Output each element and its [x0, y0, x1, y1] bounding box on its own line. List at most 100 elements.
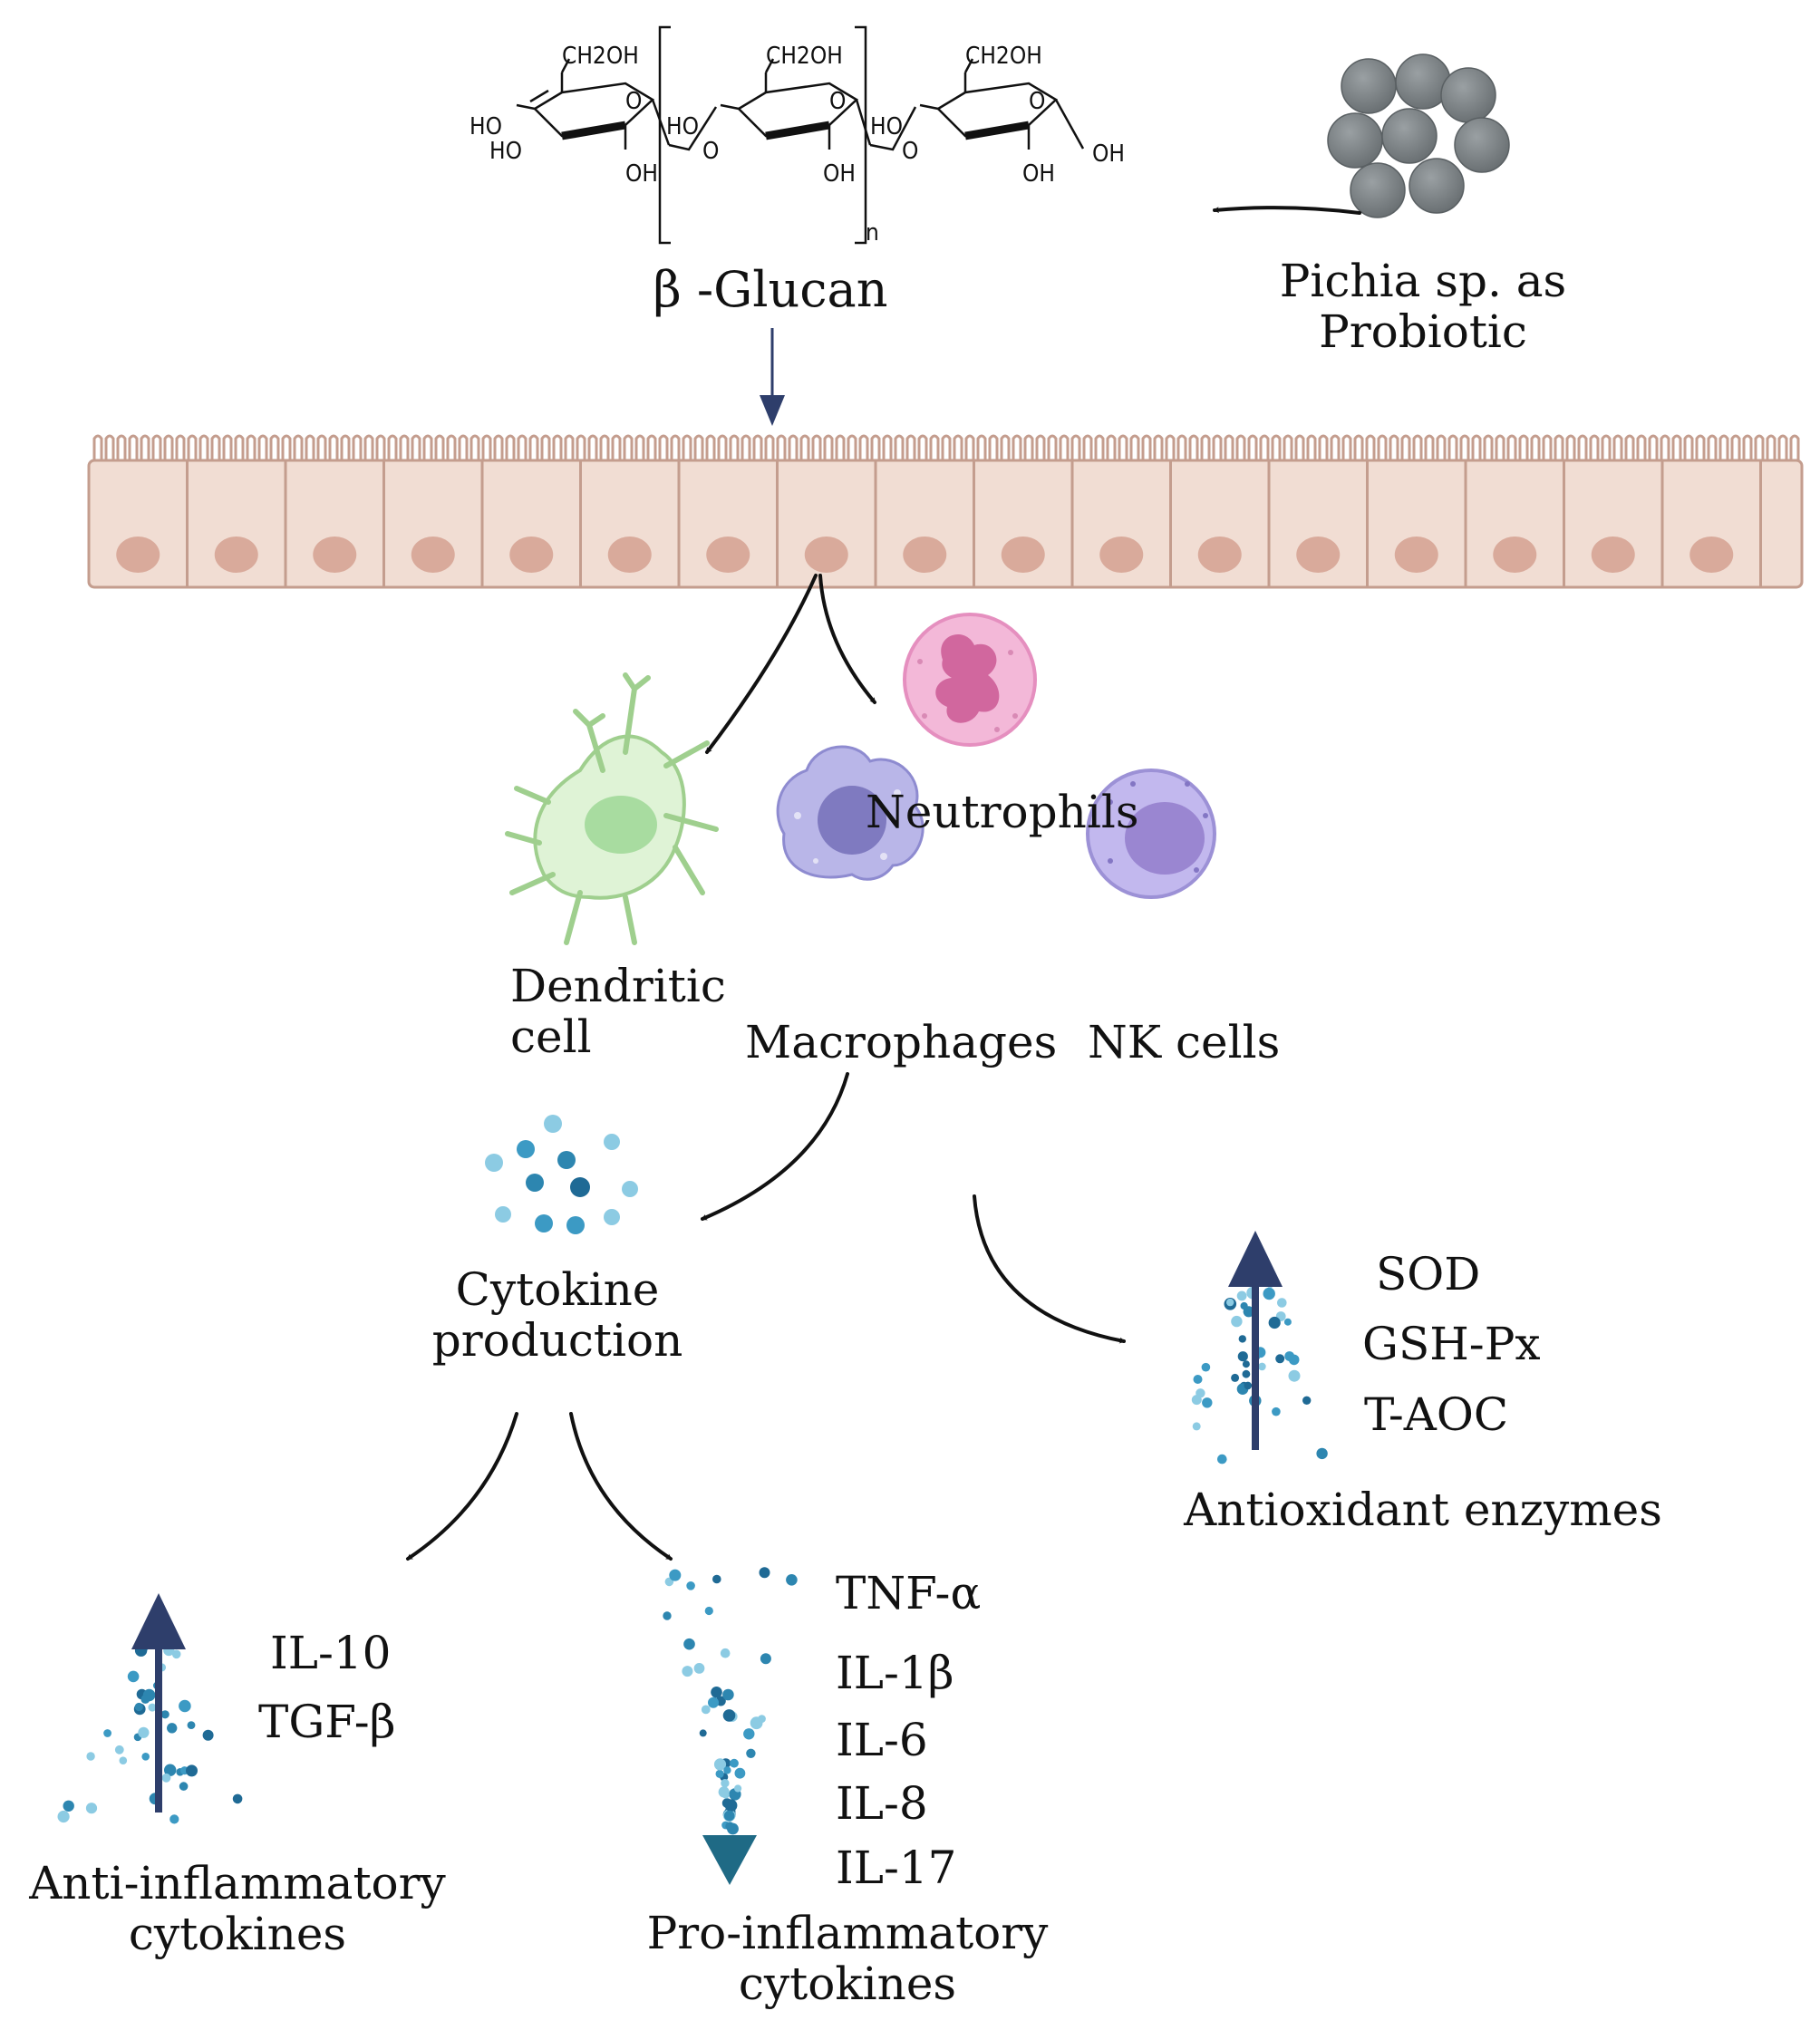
intestinal-epithelium — [87, 434, 1804, 589]
atom-label: O — [1029, 88, 1045, 115]
dispersion-dot — [1288, 1369, 1301, 1382]
dispersion-dot — [85, 1803, 98, 1814]
dispersion-dot — [179, 1699, 191, 1713]
dispersion-dot — [171, 1649, 181, 1659]
dispersion-dot — [746, 1748, 756, 1759]
arrow-to-antioxidant-enzymes — [973, 1194, 1127, 1344]
dispersion-dot — [138, 1726, 150, 1738]
atom-label: O — [902, 138, 918, 165]
nk-cells-label: NK cells — [1088, 1016, 1281, 1068]
repeat-brackets — [658, 25, 867, 245]
beta-glucan-structure — [516, 25, 1085, 245]
dispersion-dot — [683, 1638, 695, 1650]
atom-label: HO — [870, 113, 903, 140]
atom-label: CH2OH — [965, 43, 1042, 70]
macrophages-label: Macrophages — [745, 1016, 1058, 1068]
dispersion-dot — [86, 1752, 95, 1761]
pro-inflammatory-item-il17: IL-17 — [836, 1842, 957, 1894]
macrophage-cell — [776, 745, 925, 881]
pro-inflammatory-item-il6: IL-6 — [836, 1714, 928, 1766]
dispersion-dot — [711, 1687, 722, 1698]
epithelial-cells — [116, 460, 1762, 587]
dispersion-dot — [1242, 1369, 1251, 1378]
dispersion-dot — [713, 1758, 727, 1771]
pro-inflammatory-item-il8: IL-8 — [836, 1777, 928, 1830]
neutrophil-cell — [903, 613, 1037, 747]
beta-glucan-atom-labels: CH2OH CH2OH CH2OH HO HO HO HO OH OH OH O… — [470, 43, 1125, 246]
arrow-glucan-to-epithelium — [760, 328, 785, 426]
dispersion-dot — [179, 1782, 189, 1791]
dispersion-dot — [743, 1728, 755, 1740]
cell-nucleus — [1296, 536, 1341, 573]
dispersion-dot — [63, 1800, 74, 1812]
pro-inflammatory-down-arrow — [702, 1577, 757, 1885]
arrow-pichia-to-glucan — [1212, 206, 1361, 215]
dispersion-dot — [682, 1666, 693, 1677]
dispersion-dot — [1288, 1354, 1300, 1366]
anti-inflammatory-label-line1: Anti-inflammatory — [29, 1857, 446, 1909]
pro-inflammatory-label: Pro-inflammatory cytokines — [647, 1908, 1049, 2009]
atom-label: CH2OH — [766, 43, 843, 70]
atom-label: OH — [625, 160, 658, 188]
dispersion-dot — [1272, 1406, 1281, 1416]
dispersion-dot — [1302, 1396, 1312, 1406]
cell-nucleus — [1394, 536, 1438, 573]
dispersion-dot — [1283, 1318, 1292, 1326]
dispersion-dot — [1196, 1388, 1205, 1398]
dispersion-dot — [669, 1569, 682, 1581]
cell-nucleus — [1197, 536, 1242, 573]
dispersion-dot — [663, 1611, 672, 1620]
pro-inflammatory-label-line2: cytokines — [738, 1958, 957, 2010]
cell-nucleus — [1591, 536, 1635, 573]
dispersion-dot — [1268, 1316, 1281, 1329]
dispersion-dot — [1244, 1381, 1253, 1390]
dispersion-dot — [699, 1729, 707, 1737]
dispersion-dot — [708, 1696, 719, 1708]
dispersion-dot — [202, 1729, 214, 1741]
dispersion-dot — [161, 1773, 171, 1783]
arrow-to-anti-inflammatory — [406, 1412, 518, 1561]
dispersion-dot — [759, 1567, 770, 1579]
dispersion-dot — [734, 1767, 746, 1779]
anti-inflammatory-item-il10: IL-10 — [270, 1627, 392, 1679]
dispersion-dot — [1258, 1362, 1266, 1371]
pichia-yeast-cluster — [1327, 53, 1510, 218]
dispersion-dot — [1238, 1335, 1247, 1343]
dispersion-dot — [141, 1753, 150, 1761]
antioxidant-item-t-aoc: T-AOC — [1364, 1388, 1509, 1441]
dispersion-dot — [1236, 1290, 1247, 1301]
dendritic-label-line1: Dendritic — [510, 960, 726, 1012]
cell-nucleus — [116, 536, 160, 573]
cell-nucleus — [411, 536, 455, 573]
dispersion-dot — [760, 1653, 771, 1665]
antioxidant-item-sod: SOD — [1376, 1248, 1481, 1300]
cytokine-production-label: Cytokine production — [432, 1264, 683, 1366]
dispersion-dot — [119, 1756, 128, 1764]
dispersion-dot — [167, 1723, 178, 1734]
cell-nucleus — [313, 536, 357, 573]
atom-label: OH — [823, 160, 856, 188]
cell-nucleus — [1001, 536, 1045, 573]
dispersion-dot — [1226, 1298, 1234, 1307]
dispersion-dot — [1237, 1351, 1248, 1362]
antioxidant-item-gsh-px: GSH-Px — [1362, 1318, 1541, 1370]
dispersion-dots — [57, 1268, 1328, 1846]
dispersion-dot — [686, 1581, 695, 1590]
dispersion-dot — [1217, 1454, 1227, 1464]
pichia-label: Pichia sp. as Probiotic — [1280, 256, 1566, 357]
atom-label: OH — [1092, 140, 1125, 168]
antioxidant-enzymes-label: Antioxidant enzymes — [1184, 1484, 1662, 1536]
atom-label: O — [625, 88, 642, 115]
dispersion-dot — [701, 1705, 711, 1715]
dispersion-dot — [169, 1814, 179, 1824]
cytokine-dot-cluster — [485, 1115, 638, 1234]
cell-nucleus — [804, 536, 848, 573]
cell-nucleus — [509, 536, 554, 573]
dispersion-dot — [712, 1574, 721, 1584]
arrow-to-neutrophils — [818, 574, 876, 704]
dispersion-dot — [786, 1574, 798, 1586]
dispersion-dot — [164, 1764, 177, 1776]
dendritic-cell — [505, 672, 719, 945]
cell-nucleus — [1493, 536, 1537, 573]
